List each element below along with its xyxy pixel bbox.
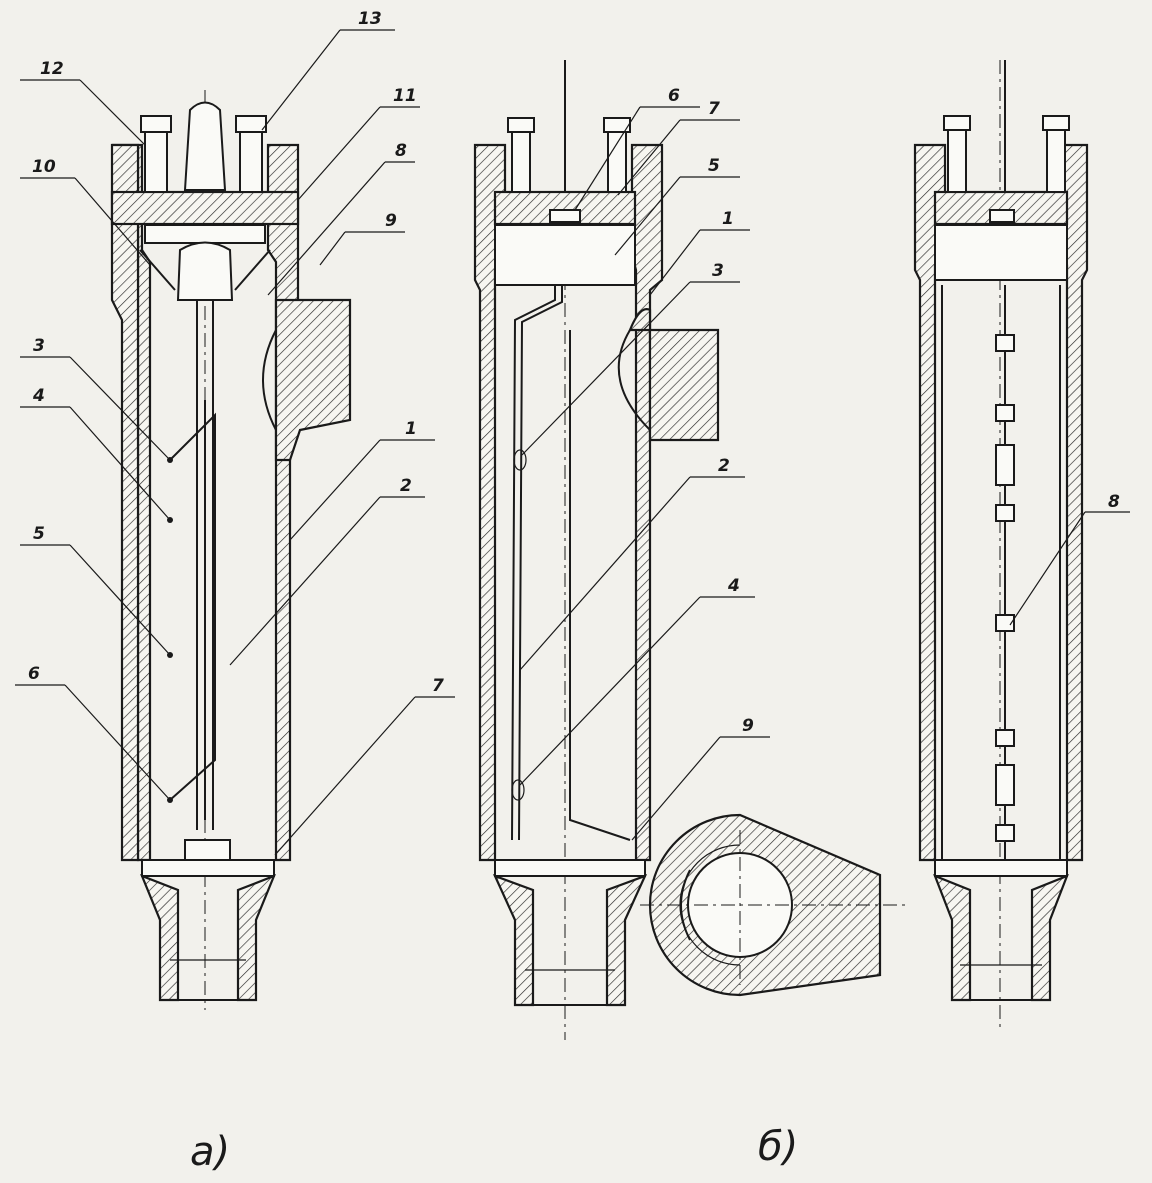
label-b-1: 1 xyxy=(722,209,734,229)
panel-b-labels: 6 7 5 1 3 2 4 9 xyxy=(668,86,754,736)
label-b-2: 2 xyxy=(718,456,730,476)
caption-a: а) xyxy=(190,1129,230,1175)
cross-section-view xyxy=(640,813,910,997)
label-b-6: 6 xyxy=(668,86,680,106)
label-a-2: 2 xyxy=(400,476,412,496)
label-a-11: 11 xyxy=(393,86,417,106)
label-a-8: 8 xyxy=(395,141,407,161)
panel-a-leaders xyxy=(15,29,455,856)
label-c-8: 8 xyxy=(1108,492,1120,512)
caption-b: б) xyxy=(758,1124,798,1170)
panel-a-drawing xyxy=(110,90,352,1010)
label-b-7: 7 xyxy=(708,99,720,119)
label-a-4: 4 xyxy=(32,386,45,406)
label-b-4: 4 xyxy=(727,576,740,596)
label-a-10: 10 xyxy=(32,157,56,177)
label-a-9: 9 xyxy=(385,211,397,231)
panel-c-labels: 8 xyxy=(1108,492,1120,512)
label-b-3: 3 xyxy=(712,261,724,281)
label-a-7: 7 xyxy=(432,676,444,696)
panel-b-leaders xyxy=(519,106,770,841)
panel-c-drawing xyxy=(913,60,1089,1030)
label-b-5: 5 xyxy=(708,156,720,176)
panel-b-drawing xyxy=(473,60,720,1040)
label-a-12: 12 xyxy=(40,59,64,79)
label-a-3: 3 xyxy=(33,336,45,356)
label-b-9: 9 xyxy=(742,716,754,736)
label-a-13: 13 xyxy=(358,9,382,29)
label-a-5: 5 xyxy=(33,524,45,544)
panel-a-labels: 12 13 11 10 8 9 3 4 5 1 2 6 7 xyxy=(28,9,444,696)
label-a-6: 6 xyxy=(28,664,40,684)
label-a-1: 1 xyxy=(405,419,417,439)
panel-c-leaders xyxy=(1009,511,1130,626)
